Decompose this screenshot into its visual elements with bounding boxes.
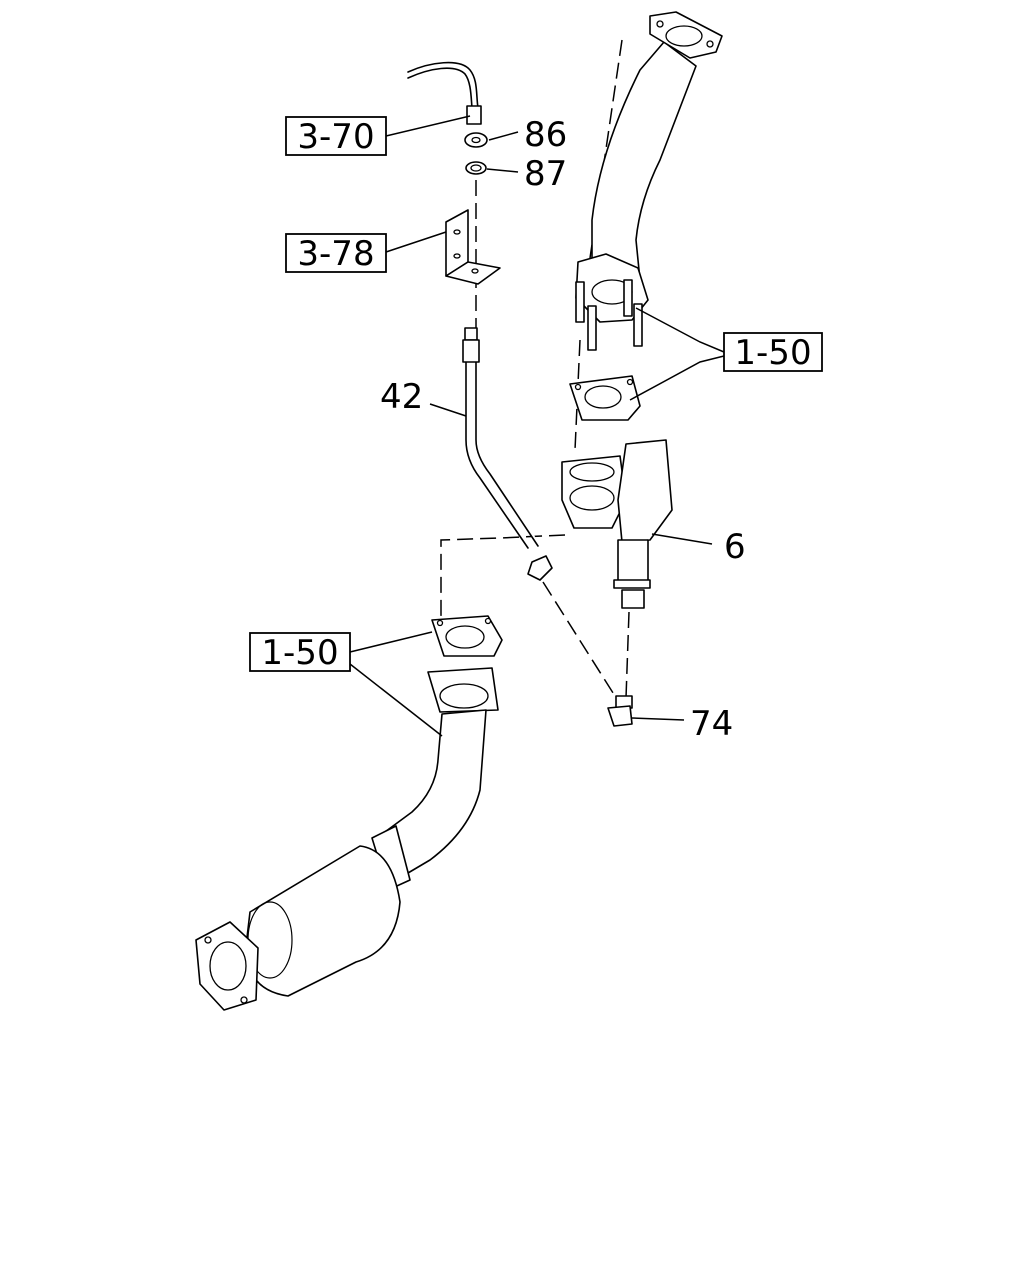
oxygen-sensor-lead [407, 61, 482, 125]
catalytic-converter-pipe [195, 667, 499, 1011]
front-exhaust-pipe [575, 11, 723, 351]
part-number-6: 6 [724, 527, 746, 567]
part-number-87: 87 [524, 154, 567, 194]
ref-box-1-50-left: 1-50 [249, 632, 351, 673]
bracket-3-78 [445, 209, 501, 285]
gasket-left [431, 615, 503, 657]
gasket-right [569, 375, 641, 421]
ref-label-1-50-right: 1-50 [734, 333, 811, 373]
ref-box-3-78: 3-78 [285, 233, 387, 274]
ref-box-1-50-right: 1-50 [723, 332, 823, 373]
ref-label-1-50-left: 1-50 [261, 633, 338, 673]
elbow-74 [607, 695, 633, 727]
part-number-74: 74 [690, 704, 733, 744]
leader-lines [349, 115, 725, 737]
sensor-pipe-42 [462, 327, 553, 581]
part-number-42: 42 [380, 377, 423, 417]
part-number-86: 86 [524, 115, 567, 155]
nut-86 [464, 132, 488, 148]
exhaust-brake-6 [561, 439, 673, 609]
ref-label-3-70: 3-70 [297, 117, 374, 157]
ref-label-3-78: 3-78 [297, 234, 374, 274]
ref-box-3-70: 3-70 [285, 116, 387, 157]
washer-87 [465, 161, 487, 175]
